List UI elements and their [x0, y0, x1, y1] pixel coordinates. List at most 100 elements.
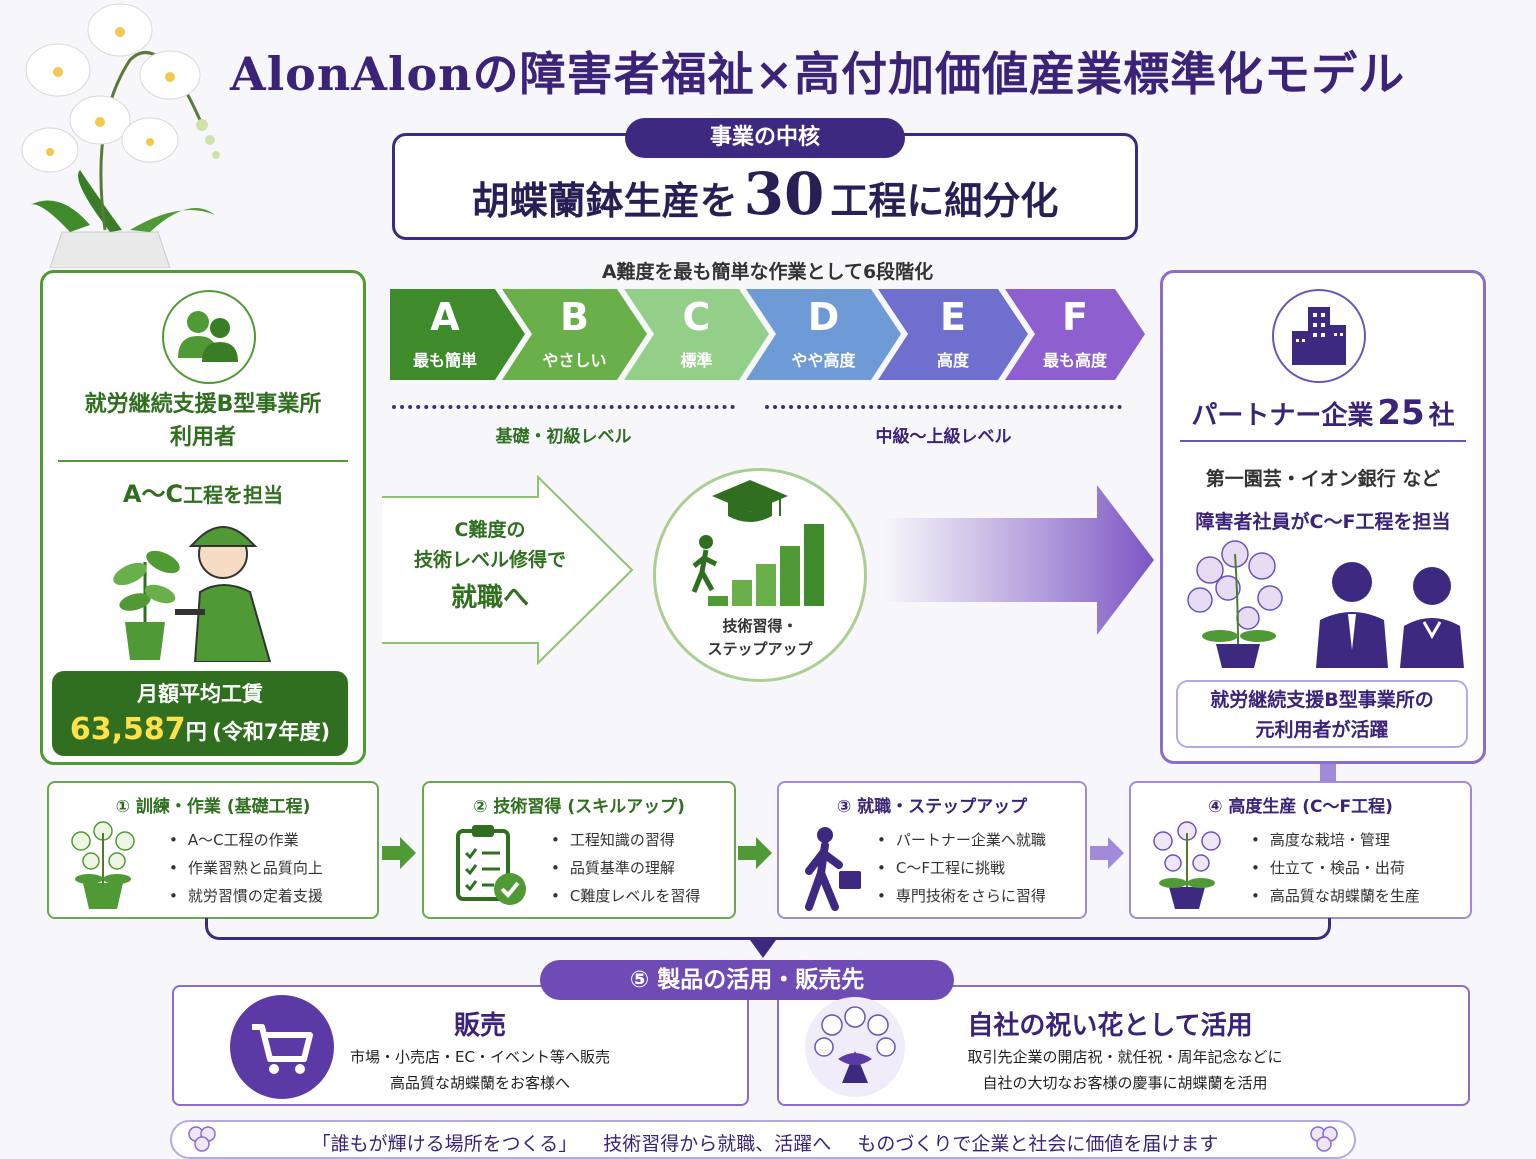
stage-chevron-b: B やさしい	[502, 289, 647, 380]
step-title: ③ 就職・ステップアップ	[836, 797, 1028, 817]
chevron-shape	[624, 289, 769, 380]
user-card-title-line1: 就労継続支援B型事業所	[84, 392, 322, 417]
orchid-pot-icon	[71, 821, 135, 909]
orchid-and-workers-illustration	[1187, 540, 1464, 668]
core-title-number: 30	[743, 160, 825, 228]
partner-role: 障害者社員がC〜F工程を担当	[1195, 511, 1451, 533]
chevron-shape	[502, 289, 647, 380]
step-item: A〜C工程の作業	[169, 826, 323, 854]
dotted-line-advanced	[765, 405, 1122, 409]
wage-value-row: 63,587円 (令和7年度)	[52, 712, 348, 747]
sales-line1: 市場・小売店・EC・イベント等へ販売	[350, 1048, 610, 1066]
role-letters: A〜C	[122, 480, 184, 508]
chevron-shape	[1005, 289, 1145, 380]
chevron-shape	[746, 289, 901, 380]
gift-title: 自社の祝い花として活用	[967, 1011, 1253, 1041]
slogan: 「誰もが輝ける場所をつくる」 技術習得から就職、活躍へ ものづくりで企業と社会に…	[311, 1133, 1219, 1155]
clipboard-check-icon	[456, 825, 526, 905]
step-item: 就労習慣の定着支援	[169, 882, 323, 910]
wage-label: 月額平均工賃	[137, 682, 263, 706]
stage-label: 最も簡単	[412, 351, 477, 370]
step-title: ① 訓練・作業 (基礎工程)	[115, 797, 311, 817]
people-icon	[162, 290, 256, 384]
partner-names: 第一園芸・イオン銀行 など	[1205, 468, 1441, 490]
skill-label-line1: 技術習得・	[722, 617, 798, 635]
chevron-shape	[390, 289, 525, 380]
dotted-line-basic	[392, 405, 735, 409]
stage-chevron-d: D やや高度	[746, 289, 901, 380]
orchid-icon	[1310, 1126, 1338, 1152]
skill-label: 技術習得・ステップアップ	[653, 615, 867, 661]
products-label: ⑤ 製品の活用・販売先	[540, 960, 954, 1000]
partner-note: 就労継続支援B型事業所の元利用者が活躍	[1176, 680, 1468, 748]
step-items: A〜C工程の作業 作業習熟と品質向上 就労習慣の定着支援	[169, 826, 323, 910]
stage-letter: C	[682, 295, 711, 339]
step-1-box: ① 訓練・作業 (基礎工程) A〜C工程の作業 作業習熟と品質向上 就労習慣の定…	[47, 781, 379, 919]
stage-label: やや高度	[791, 351, 856, 370]
gift-line2: 自社の大切なお客様の慶事に胡蝶蘭を活用	[982, 1074, 1268, 1092]
gardener-illustration	[113, 526, 272, 662]
divider	[58, 460, 348, 462]
user-role: A〜C工程を担当	[40, 474, 366, 509]
stage-letter: E	[940, 295, 966, 339]
employment-line1: C難度の	[454, 519, 526, 541]
step-item: 仕立て・検品・出荷	[1251, 854, 1420, 882]
core-label: 事業の中核	[625, 118, 905, 158]
sales-title: 販売	[453, 1011, 506, 1041]
skill-label-line2: ステップアップ	[707, 640, 813, 658]
sales-description: 市場・小売店・EC・イベント等へ販売高品質な胡蝶蘭をお客様へ	[330, 1044, 630, 1096]
step-item: パートナー企業へ就職	[877, 826, 1046, 854]
arrow-right-icon	[738, 837, 772, 869]
stage-label: 標準	[680, 351, 713, 370]
step-item: C難度レベルを習得	[551, 882, 700, 910]
wage-period: (令和7年度)	[212, 720, 331, 744]
step-3-box: ③ 就職・ステップアップ パートナー企業へ就職 C〜F工程に挑戦 専門技術をさら…	[777, 781, 1087, 919]
bouquet-icon	[805, 997, 905, 1097]
orchid-pot-illustration	[21, 3, 220, 268]
stage-chevron-a: A 最も簡単	[390, 289, 525, 380]
wage-box	[52, 671, 348, 756]
employment-line3: 就職へ	[450, 583, 529, 613]
stage-letter: B	[560, 295, 589, 339]
stage-chevron-f: F 最も高度	[1005, 289, 1145, 380]
step-item: 品質基準の理解	[551, 854, 700, 882]
arrow-right-icon	[382, 837, 416, 869]
building-icon	[1272, 289, 1366, 383]
step-item: 専門技術をさらに習得	[877, 882, 1046, 910]
walking-businessman-icon	[805, 827, 861, 911]
step-title: ② 技術習得 (スキルアップ)	[473, 797, 685, 817]
shopping-cart-icon	[230, 995, 334, 1099]
stage-chevron-e: E 高度	[878, 289, 1028, 380]
purple-orchid-icon	[1153, 821, 1221, 909]
sales-line2: 高品質な胡蝶蘭をお客様へ	[389, 1074, 570, 1092]
level-basic: 基礎・初級レベル	[495, 427, 632, 447]
graduation-cap-icon	[712, 480, 788, 522]
user-card-title-line2: 利用者	[169, 425, 236, 450]
employment-text: C難度の 技術レベル修得で 就職へ	[385, 515, 595, 614]
level-advanced: 中級〜上級レベル	[875, 427, 1012, 447]
stage-label: 高度	[936, 351, 969, 370]
chevron-shape	[878, 289, 1028, 380]
stage-label: 最も高度	[1042, 351, 1107, 370]
partner-count: 25	[1377, 393, 1425, 433]
step-item: 高品質な胡蝶蘭を生産	[1251, 882, 1420, 910]
role-text: 工程を担当	[183, 483, 284, 507]
merge-bracket	[205, 918, 1331, 940]
stage-letter: A	[430, 295, 460, 339]
growth-bars-icon	[691, 524, 824, 606]
gift-description: 取引先企業の開店祝・就任祝・周年記念などに自社の大切なお客様の慶事に胡蝶蘭を活用	[910, 1044, 1340, 1096]
employment-line2: 技術レベル修得で	[413, 549, 566, 571]
step-items: 工程知識の習得 品質基準の理解 C難度レベルを習得	[551, 826, 700, 910]
page-title: AlonAlonの障害者福祉×高付加価値産業標準化モデル	[230, 47, 1406, 101]
core-title-post: 工程に細分化	[830, 178, 1059, 223]
stage-letter: F	[1062, 295, 1088, 339]
stage-label: やさしい	[542, 351, 607, 370]
orchid-icon	[188, 1126, 216, 1152]
arrow-right-icon	[1090, 837, 1124, 869]
step-4-box: ④ 高度生産 (C〜F工程) 高度な栽培・管理 仕立て・検品・出荷 高品質な胡蝶…	[1129, 781, 1472, 919]
partner-title-pre: パートナー企業	[1191, 401, 1374, 431]
slogan-box	[170, 1120, 1356, 1159]
gift-line1: 取引先企業の開店祝・就任祝・周年記念などに	[967, 1048, 1283, 1066]
arrow-down-icon	[750, 940, 776, 958]
